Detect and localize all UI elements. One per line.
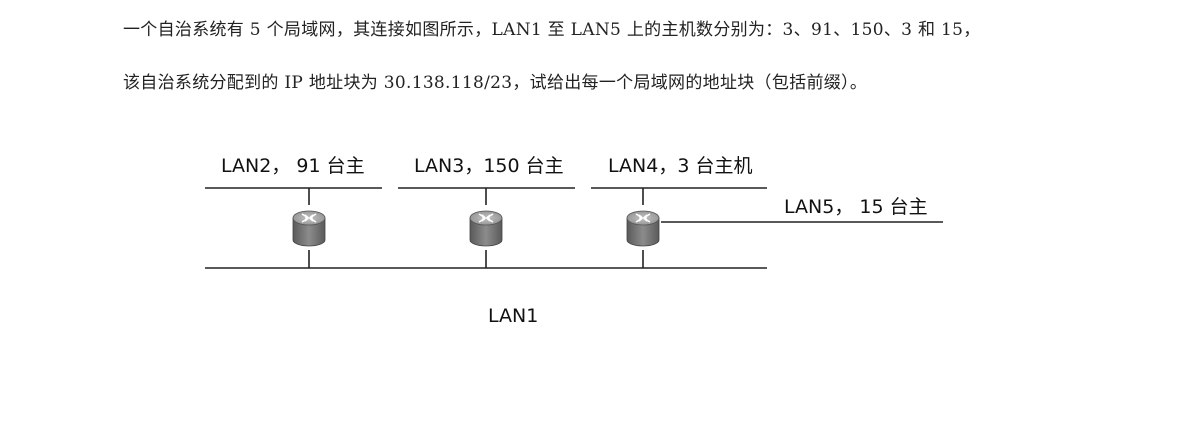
router-2-icon	[469, 210, 503, 247]
problem-text-line-1: 一个自治系统有 5 个局域网，其连接如图所示，LAN1 至 LAN5 上的主机数…	[123, 20, 981, 40]
router-1-icon	[292, 210, 326, 247]
lan4-label: LAN4，3 台主机	[608, 155, 752, 177]
lan5-label: LAN5， 15 台主	[784, 196, 928, 218]
problem-text-line-2: 该自治系统分配到的 IP 地址块为 30.138.118/23，试给出每一个局域…	[123, 73, 868, 93]
router-3-icon	[626, 210, 660, 247]
lan1-label: LAN1	[488, 305, 538, 327]
lan2-label: LAN2， 91 台主	[221, 155, 365, 177]
lan3-label: LAN3，150 台主	[414, 155, 564, 177]
